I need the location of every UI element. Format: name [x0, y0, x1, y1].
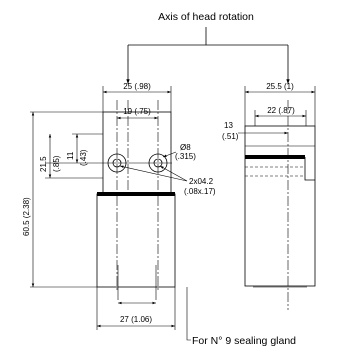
dim-side-22: 22 (.87) [267, 106, 295, 115]
dim-side-13: 13 [224, 121, 233, 130]
dim-11-inch: (.43) [79, 149, 88, 166]
dim-21-5-inch: (.85) [52, 155, 61, 172]
title-label: Axis of head rotation [158, 11, 254, 23]
dim-screw-holes: 2x04.2 [189, 177, 214, 186]
dim-11: 11 [66, 151, 75, 160]
dim-hole-diameter-inch: (.315) [175, 152, 196, 161]
gland-note: For N° 9 sealing gland [192, 335, 296, 347]
dim-bottom-width: 27 (1.06) [120, 315, 152, 324]
dim-total-height: 60.5 (2.38) [22, 197, 31, 236]
dim-21-5: 21.5 [39, 156, 48, 172]
dim-side-13-inch: (.51) [222, 132, 239, 141]
front-head-body [102, 111, 172, 195]
dim-side-width: 25.5 (1) [266, 82, 294, 91]
dim-hole-spacing: 19 (.75) [123, 107, 151, 116]
front-lower-body [96, 193, 176, 288]
dim-hole-diameter: Ø8 [180, 143, 191, 152]
dim-top-width: 25 (.98) [123, 82, 151, 91]
front-view: 25 (.98) 19 (.75) 11 (.43) 21.5 (.85) 60… [22, 82, 216, 341]
side-view: 25.5 (1) 22 (.87) 13 (.51) [222, 82, 316, 310]
side-body [244, 125, 316, 287]
dim-screw-holes-inch: (.08x.17) [184, 187, 216, 196]
